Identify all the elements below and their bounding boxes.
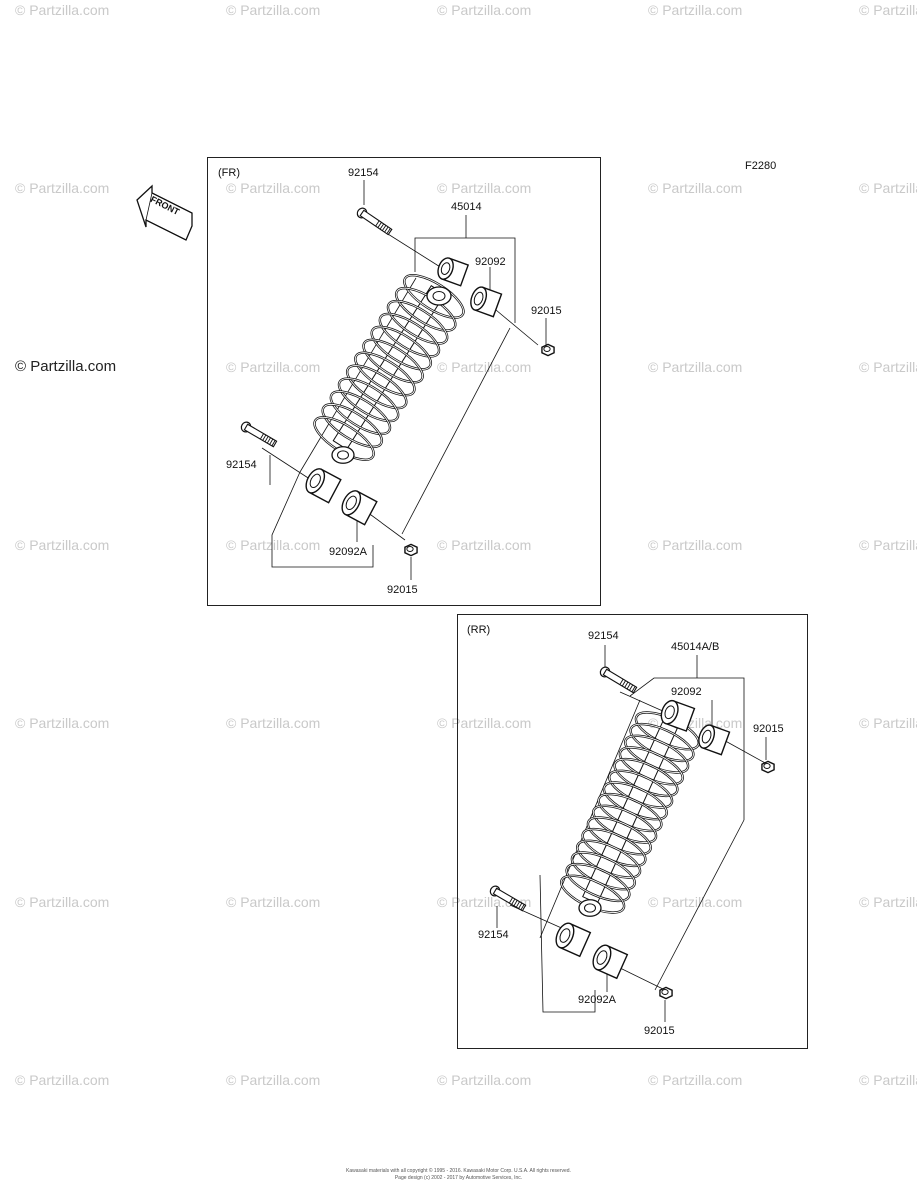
watermark: © Partzilla.com	[648, 2, 743, 18]
watermark: © Partzilla.com	[437, 537, 532, 553]
front-coil-spring	[313, 274, 465, 461]
nut-icon	[541, 343, 555, 357]
rr-callout-bushing-bottom: 92092A	[578, 994, 616, 1006]
watermark: © Partzilla.com	[15, 715, 110, 731]
fr-callout-bolt-bottom: 92154	[226, 459, 257, 471]
watermark: © Partzilla.com	[859, 894, 917, 910]
fr-callout-bushing-bottom: 92092A	[329, 546, 367, 558]
rr-bushing-top	[660, 699, 696, 732]
fr-bushing-bottom-2	[341, 490, 378, 526]
fr-callout-nut-bottom: 92015	[387, 584, 418, 596]
watermark: © Partzilla.com	[648, 537, 743, 553]
rr-bushing-bottom	[555, 922, 592, 958]
fr-callout-bushing-top: 92092	[475, 256, 506, 268]
watermark: © Partzilla.com	[226, 715, 321, 731]
watermark: © Partzilla.com	[15, 1072, 110, 1088]
panel-front	[207, 157, 601, 606]
panel-rear	[457, 614, 808, 1049]
watermark: © Partzilla.com	[648, 359, 743, 375]
watermark: © Partzilla.com	[859, 180, 917, 196]
fr-callout-shock-assy: 45014	[451, 201, 482, 213]
watermark: © Partzilla.com	[648, 180, 743, 196]
watermark: © Partzilla.com	[15, 180, 110, 196]
watermark-dark: © Partzilla.com	[15, 358, 117, 375]
watermark: © Partzilla.com	[226, 537, 321, 553]
bolt-icon	[489, 885, 527, 912]
rr-bushing-bottom-2	[592, 944, 629, 980]
watermark: © Partzilla.com	[437, 359, 532, 375]
rr-callout-shock-assy: 45014A/B	[671, 641, 720, 653]
front-arrow-icon: FRONT	[136, 184, 193, 241]
watermark: © Partzilla.com	[15, 537, 110, 553]
bolt-icon	[599, 666, 638, 694]
watermark: © Partzilla.com	[648, 1072, 743, 1088]
watermark: © Partzilla.com	[859, 1072, 917, 1088]
watermark: © Partzilla.com	[226, 1072, 321, 1088]
watermark: © Partzilla.com	[859, 537, 917, 553]
watermark: © Partzilla.com	[648, 894, 743, 910]
figure-code: F2280	[745, 160, 777, 172]
watermark: © Partzilla.com	[226, 180, 321, 196]
panel-front-label: (FR)	[218, 167, 240, 179]
rr-callout-bolt-bottom: 92154	[478, 929, 509, 941]
nut-icon	[404, 543, 418, 557]
bolt-icon	[356, 207, 393, 236]
rr-bushing-top-2	[698, 724, 731, 756]
bolt-icon	[240, 421, 278, 448]
panel-rear-label: (RR)	[467, 624, 491, 636]
rr-callout-bolt-top: 92154	[588, 630, 619, 642]
fr-callout-bolt-top: 92154	[348, 167, 379, 179]
fr-bushing-top	[437, 257, 470, 287]
footer-copyright: Kawasaki materials with all copyright © …	[346, 1168, 571, 1174]
fr-callout-nut-top: 92015	[531, 305, 562, 317]
fr-bushing-bottom	[305, 468, 342, 504]
watermark: © Partzilla.com	[226, 359, 321, 375]
rr-callout-nut-bottom: 92015	[644, 1025, 675, 1037]
nut-icon	[659, 986, 673, 1000]
fr-bushing-top-2	[470, 286, 503, 318]
footer-design: Page design (c) 2002 - 2017 by Automotiv…	[394, 1175, 523, 1181]
watermark: © Partzilla.com	[15, 894, 110, 910]
rear-shock-parts	[489, 645, 775, 1022]
front-shock-parts	[240, 180, 555, 580]
rr-callout-bushing-top: 92092	[671, 686, 702, 698]
watermark: © Partzilla.com	[226, 2, 321, 18]
watermark: © Partzilla.com	[226, 894, 321, 910]
rr-callout-nut-top: 92015	[753, 723, 784, 735]
watermark: © Partzilla.com	[15, 2, 110, 18]
watermark: © Partzilla.com	[859, 2, 917, 18]
watermark: © Partzilla.com	[437, 180, 532, 196]
watermark: © Partzilla.com	[859, 359, 917, 375]
watermark: © Partzilla.com	[859, 715, 917, 731]
watermark: © Partzilla.com	[437, 715, 532, 731]
rear-coil-spring	[560, 711, 700, 914]
nut-icon	[761, 760, 775, 774]
watermark: © Partzilla.com	[437, 2, 532, 18]
watermark: © Partzilla.com	[437, 1072, 532, 1088]
